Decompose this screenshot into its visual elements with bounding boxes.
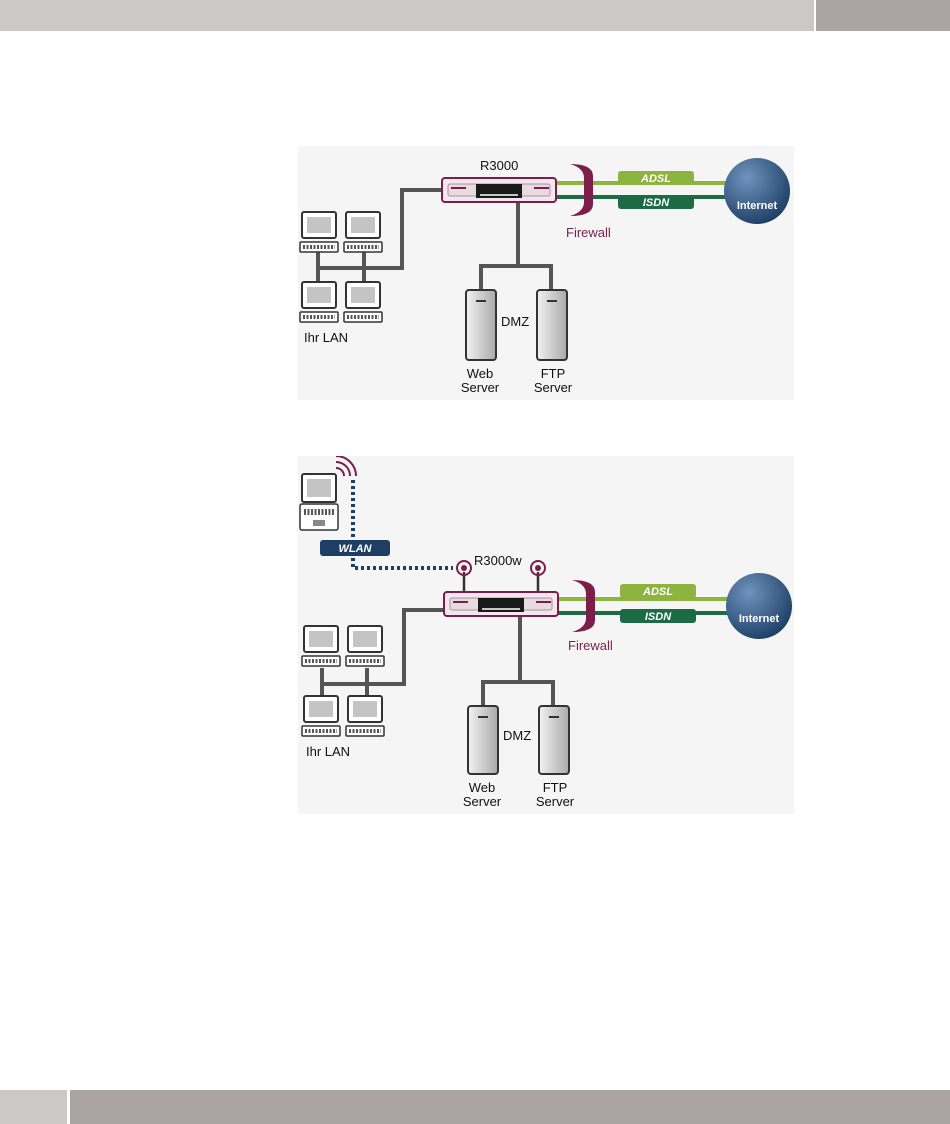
ftp-server-label-line2: Server (534, 380, 573, 395)
ftp-server-label-line1: FTP (541, 366, 566, 381)
lan-computer-icon (300, 282, 338, 322)
lan-computer-icon (344, 282, 382, 322)
lan-computer-icon (346, 626, 384, 666)
web-server-label-line1: Web (469, 780, 496, 795)
lan-computer-icon (302, 696, 340, 736)
ftp-server-icon (537, 290, 567, 360)
diagram-canvas: R3000 Firewall ADSL ISDN Internet Ihr LA… (298, 146, 794, 400)
dmz-label: DMZ (503, 728, 531, 743)
internet-globe-icon (724, 158, 790, 224)
web-server-label-line1: Web (467, 366, 494, 381)
network-diagram-r3000w: R3000w WLAN Firewall ADSL ISDN Internet (298, 456, 794, 814)
router-device (444, 592, 558, 616)
page-footer-tab (0, 1090, 67, 1124)
internet-globe-icon (726, 573, 792, 639)
web-server-label-line2: Server (463, 794, 502, 809)
web-server-icon (468, 706, 498, 774)
adsl-label: ADSL (640, 173, 671, 185)
ftp-server-icon (539, 706, 569, 774)
page-footer-bar (70, 1090, 950, 1124)
firewall-label: Firewall (566, 225, 611, 240)
internet-label: Internet (737, 200, 778, 212)
ftp-server-label-line2: Server (536, 794, 575, 809)
router-label: R3000w (474, 553, 522, 568)
firewall-label: Firewall (568, 638, 613, 653)
dmz-label: DMZ (501, 314, 529, 329)
isdn-label: ISDN (643, 197, 670, 209)
web-server-icon (466, 290, 496, 360)
page-header-bar (0, 0, 814, 31)
lan-label: Ihr LAN (304, 330, 348, 345)
router-device (442, 178, 556, 202)
isdn-label: ISDN (645, 611, 672, 623)
lan-computer-icon (300, 212, 338, 252)
ftp-server-label-line1: FTP (543, 780, 568, 795)
lan-computer-icon (346, 696, 384, 736)
wlan-label: WLAN (339, 543, 373, 555)
lan-label: Ihr LAN (306, 744, 350, 759)
lan-computer-icon (344, 212, 382, 252)
laptop-icon (300, 474, 338, 530)
diagram-canvas: R3000w WLAN Firewall ADSL ISDN Internet (298, 456, 794, 814)
network-diagram-r3000: R3000 Firewall ADSL ISDN Internet Ihr LA… (298, 146, 794, 400)
adsl-label: ADSL (642, 586, 673, 598)
lan-computer-icon (302, 626, 340, 666)
router-label: R3000 (480, 158, 518, 173)
page-header-tab (816, 0, 950, 31)
internet-label: Internet (739, 613, 780, 625)
web-server-label-line2: Server (461, 380, 500, 395)
